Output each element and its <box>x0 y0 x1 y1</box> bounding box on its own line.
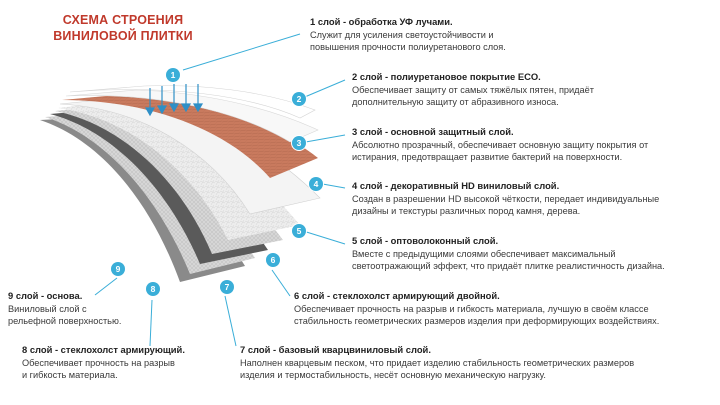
layer-8-line-1: Обеспечивает прочность на разрыв <box>22 357 175 368</box>
layer-7-line-1: Наполнен кварцевым песком, что придает и… <box>240 357 635 368</box>
layer-3-line-1: Абсолютно прозрачный, обеспечивает основ… <box>352 139 649 150</box>
layer-2-line-1: Обеспечивает защиту от самых тяжёлых пят… <box>352 84 594 95</box>
badge-layer-2: 2 <box>292 92 306 106</box>
layer-5-shape <box>58 102 300 240</box>
layer-7-line-2: изделия и термостабильность, несёт основ… <box>240 370 546 380</box>
layer-6-line-2: стабильность геометрических размеров изд… <box>294 316 660 326</box>
badge-layer-4: 4 <box>309 177 323 191</box>
badge-layer-1: 1 <box>166 68 180 82</box>
layer-3-shape <box>62 94 318 178</box>
badge-layer-6: 6 <box>266 253 280 267</box>
layer-8-description: 8 слой - стеклохолст армирующий. Обеспеч… <box>22 344 185 382</box>
layer-2-description: 2 слой - полиуретановое покрытие ECO. Об… <box>352 71 594 109</box>
layer-4-description: 4 слой - декоративный HD виниловый слой.… <box>352 180 659 218</box>
layer-2-heading: 2 слой - полиуретановое покрытие ECO. <box>352 71 541 82</box>
badge-layer-7: 7 <box>220 280 234 294</box>
layer-1-heading: 1 слой - обработка УФ лучами. <box>310 16 453 27</box>
title-line-1: СХЕМА СТРОЕНИЯ <box>62 13 184 27</box>
layer-7-description: 7 слой - базовый кварцвиниловый слой. На… <box>240 344 634 382</box>
layer-1-line-1: Служит для усиления светоустойчивости и <box>310 29 494 40</box>
layer-9-description: 9 слой - основа. Виниловый слой с рельеф… <box>8 290 121 328</box>
layer-5-description: 5 слой - оптоволоконный слой. Вместе с п… <box>352 235 665 273</box>
layer-5-heading: 5 слой - оптоволоконный слой. <box>352 235 499 246</box>
layer-1-shape <box>69 85 316 119</box>
layer-2-line-2: дополнительную защиту от абразивного изн… <box>352 97 559 107</box>
badge-layer-9: 9 <box>111 262 125 276</box>
layer-6-line-1: Обеспечивает прочность на разрыв и гибко… <box>294 303 649 314</box>
layer-1-description: 1 слой - обработка УФ лучами. Служит для… <box>310 16 506 54</box>
layer-4-line-2: дизайны и текстуры различных пород камня… <box>352 206 581 216</box>
layer-9-line-1: Виниловый слой с <box>8 303 87 314</box>
layer-6-description: 6 слой - стеклохолст армирующий двойной.… <box>294 290 659 328</box>
layer-8-line-2: и гибкость материала. <box>22 370 118 380</box>
layer-9-line-2: рельефной поверхностью. <box>8 316 122 326</box>
layer-5-line-1: Вместе с предыдущими слоями обеспечивает… <box>352 248 616 259</box>
layer-3-description: 3 слой - основной защитный слой. Абсолют… <box>352 126 648 164</box>
layer-5-line-2: светоотражающий эффект, что придаёт плит… <box>352 261 665 271</box>
badge-layer-5: 5 <box>292 224 306 238</box>
layer-6-heading: 6 слой - стеклохолст армирующий двойной. <box>294 290 500 301</box>
layer-3-line-2: истирания, предотвращает развитие бактер… <box>352 152 623 162</box>
title-line-2: ВИНИЛОВОЙ ПЛИТКИ <box>53 29 193 43</box>
badge-layer-3: 3 <box>292 136 306 150</box>
layer-1-line-2: повышения прочности полиуретанового слоя… <box>310 42 506 52</box>
diagram-title: СХЕМА СТРОЕНИЯ ВИНИЛОВОЙ ПЛИТКИ <box>38 12 208 44</box>
uv-arrows <box>144 84 204 117</box>
layer-9-heading: 9 слой - основа. <box>8 290 83 301</box>
badge-layer-8: 8 <box>146 282 160 296</box>
layer-4-line-1: Создан в разрешении HD высокой чёткости,… <box>352 193 660 204</box>
layer-4-heading: 4 слой - декоративный HD виниловый слой. <box>352 180 560 191</box>
layer-3-heading: 3 слой - основной защитный слой. <box>352 126 514 137</box>
layer-7-heading: 7 слой - базовый кварцвиниловый слой. <box>240 344 431 355</box>
layer-8-heading: 8 слой - стеклохолст армирующий. <box>22 344 185 355</box>
